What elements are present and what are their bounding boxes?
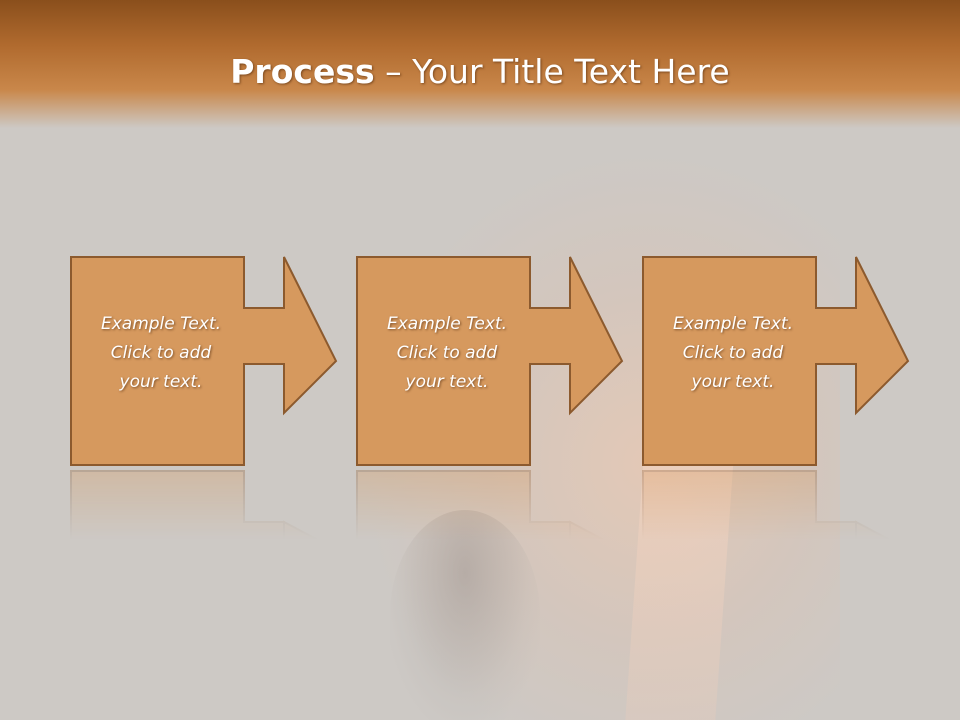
arrow-box-shape: [356, 256, 624, 466]
slide-title[interactable]: Process – Your Title Text Here: [0, 52, 960, 91]
step-text[interactable]: Example Text. Click to add your text.: [362, 310, 532, 397]
process-step-3[interactable]: Example Text. Click to add your text.: [642, 256, 960, 468]
arrow-box-shape: [70, 256, 338, 466]
background-silhouette: [390, 510, 540, 720]
step-line-2: Click to add: [682, 343, 784, 363]
step-line-3: your text.: [119, 372, 203, 392]
process-step-1[interactable]: Example Text. Click to add your text.: [70, 256, 410, 468]
step-line-1: Example Text.: [100, 314, 222, 334]
step-line-1: Example Text.: [672, 314, 794, 334]
step-text[interactable]: Example Text. Click to add your text.: [648, 310, 818, 397]
step-text[interactable]: Example Text. Click to add your text.: [76, 310, 246, 397]
title-banner: Process – Your Title Text Here: [0, 0, 960, 128]
step-line-3: your text.: [691, 372, 775, 392]
arrow-box-shape: [642, 256, 910, 466]
step-line-3: your text.: [405, 372, 489, 392]
step-reflection: [642, 470, 960, 541]
step-line-1: Example Text.: [386, 314, 508, 334]
slide-title-rest: – Your Title Text Here: [374, 52, 730, 91]
process-step-2[interactable]: Example Text. Click to add your text.: [356, 256, 696, 468]
step-line-2: Click to add: [110, 343, 212, 363]
slide-title-bold: Process: [230, 52, 375, 91]
step-line-2: Click to add: [396, 343, 498, 363]
